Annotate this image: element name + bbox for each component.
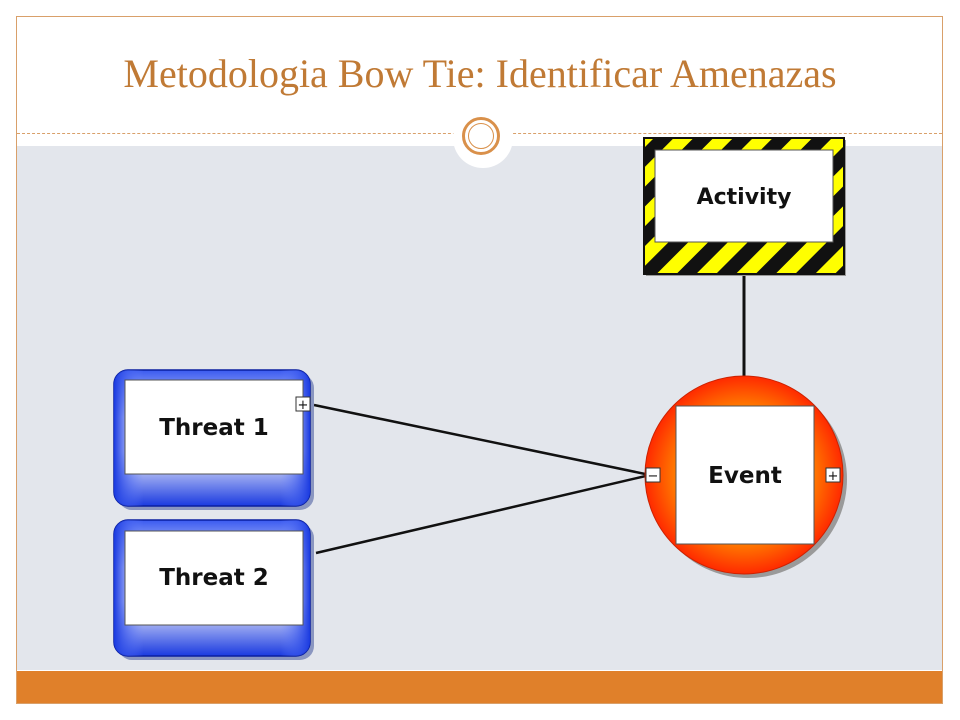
connector-lines <box>313 276 746 555</box>
plus-icon: + <box>298 398 309 413</box>
threat-node-2[interactable]: Threat 2 <box>113 519 314 660</box>
plus-icon: + <box>828 469 839 484</box>
event-collapse-toggle[interactable]: − <box>645 467 661 484</box>
threat2-connector <box>315 473 651 555</box>
hazard-label: Activity <box>697 185 792 210</box>
threat1-expand-toggle[interactable]: + <box>295 396 311 413</box>
threat-node-1[interactable]: Threat 1 <box>113 369 314 510</box>
minus-icon: − <box>648 469 659 484</box>
top-event-node[interactable]: Event <box>644 375 847 578</box>
ring-icon <box>462 117 500 155</box>
event-expand-toggle[interactable]: + <box>825 467 841 484</box>
slide-title: Metodologia Bow Tie: Identificar Amenaza… <box>123 51 837 96</box>
threat2-label: Threat 2 <box>159 565 269 591</box>
event-label: Event <box>708 463 782 489</box>
hazard-node[interactable]: Activity <box>643 137 846 276</box>
threat1-connector <box>313 403 651 477</box>
threat1-label: Threat 1 <box>159 415 269 441</box>
accent-footer-bar <box>17 671 942 703</box>
